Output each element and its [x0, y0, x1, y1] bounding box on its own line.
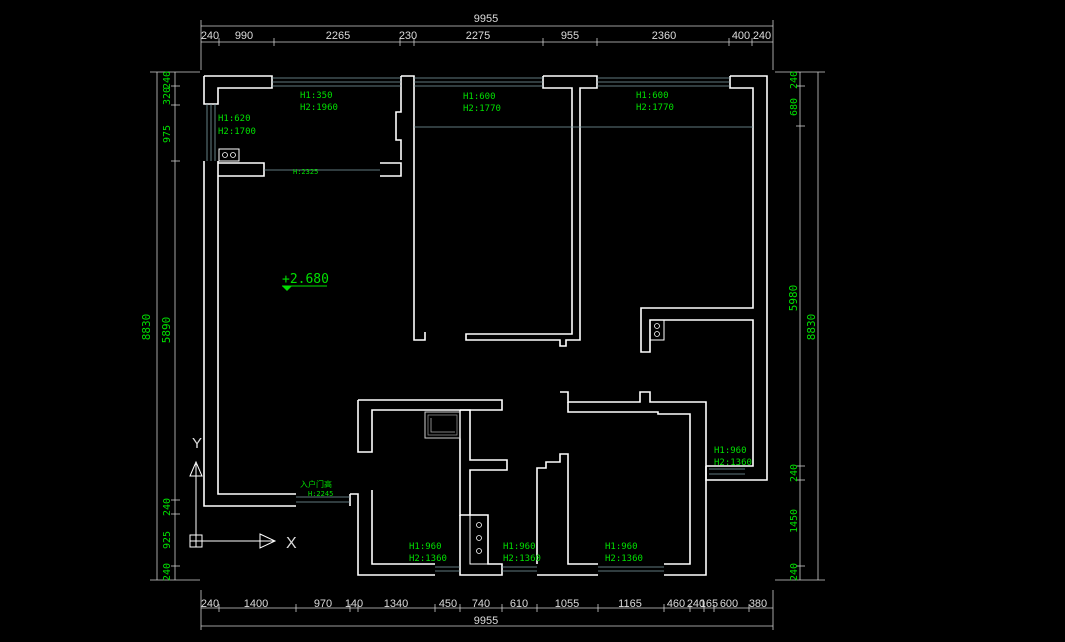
b3-h2: H2:1360	[605, 554, 643, 564]
bottom-dim-12: 240	[687, 598, 705, 610]
bottom-dim-14: 600	[720, 598, 738, 610]
left-dim-6: 925	[162, 531, 173, 549]
top-dim-5: 2275	[466, 30, 490, 42]
b3-h1: H1:960	[605, 542, 638, 552]
axis-y-label: Y	[192, 435, 202, 452]
elevation-mark: +2.680	[282, 272, 329, 291]
entry-height: H:2245	[308, 490, 333, 498]
right-dim-1: 240	[789, 71, 800, 89]
w3-h2: H2:1770	[636, 103, 674, 113]
left-overall-dim: 8830	[140, 314, 153, 341]
b2-h2: H2:1360	[503, 554, 541, 564]
left-dim-2: 320	[162, 87, 173, 105]
b1-h2: H2:1360	[409, 554, 447, 564]
top-overall-dim: 9955	[474, 13, 498, 25]
w4-h1: H1:620	[218, 114, 251, 124]
top-dimensions: 9955 240 990 2265 230 2275 955 2360 400 …	[200, 13, 774, 70]
w4-h2: H2:1700	[218, 127, 256, 137]
window-labels: H1:350 H2:1960 H1:600 H2:1770 H1:600 H2:…	[218, 91, 752, 564]
top-dim-6: 955	[561, 30, 579, 42]
right-dim-6: 240	[789, 563, 800, 581]
walls	[203, 75, 768, 576]
right-dim-5: 1450	[789, 509, 800, 533]
bottom-dim-4: 140	[345, 598, 363, 610]
beam-label: H:2325	[293, 168, 318, 176]
bottom-dim-15: 380	[749, 598, 767, 610]
top-dim-9: 240	[753, 30, 771, 42]
bottom-overall-dim: 9955	[474, 615, 498, 627]
windows	[206, 77, 753, 572]
b1-h1: H1:960	[409, 542, 442, 552]
entry-label: 入户门高	[300, 479, 332, 489]
bottom-dimensions: 240 1400 970 140 1340 450 740 610 1055 1…	[200, 590, 774, 630]
b2-h1: H1:960	[503, 542, 536, 552]
bottom-dim-9: 1055	[555, 598, 579, 610]
right-dim-3: 5980	[787, 285, 800, 312]
bottom-dim-1: 240	[201, 598, 219, 610]
bottom-dim-7: 740	[472, 598, 490, 610]
sink	[424, 411, 461, 439]
left-dim-3: 975	[162, 125, 173, 143]
bottom-dim-3: 970	[314, 598, 332, 610]
w1-h1: H1:350	[300, 91, 333, 101]
left-dimensions: 8830 240 320 975 5890 240 925 240	[140, 71, 200, 581]
axis-x-label: X	[286, 535, 297, 552]
stove-bath	[469, 514, 489, 565]
top-dim-3: 2265	[326, 30, 350, 42]
w3-h1: H1:600	[636, 91, 669, 101]
elevation-text: +2.680	[282, 272, 329, 287]
top-dim-7: 2360	[652, 30, 676, 42]
left-dim-4: 5890	[160, 317, 173, 344]
bottom-dim-5: 1340	[384, 598, 408, 610]
w1-h2: H2:1960	[300, 103, 338, 113]
fixtures	[218, 148, 665, 565]
top-dim-8: 400	[732, 30, 750, 42]
bottom-dim-10: 1165	[618, 598, 642, 610]
stove-right	[649, 319, 665, 341]
left-dim-1: 240	[162, 71, 173, 89]
right-dimensions: 240 680 5980 240 1450 240 8830	[775, 71, 825, 581]
r1-h2: H2:1360	[714, 458, 752, 468]
bottom-dim-13: 165	[700, 598, 718, 610]
stove-top-left	[218, 148, 240, 162]
left-dim-5: 240	[162, 498, 173, 516]
bottom-dim-6: 450	[439, 598, 457, 610]
r1-h1: H1:960	[714, 446, 747, 456]
w2-h1: H1:600	[463, 92, 496, 102]
top-dim-4: 230	[399, 30, 417, 42]
right-dim-2: 680	[789, 98, 800, 116]
bottom-dim-8: 610	[510, 598, 528, 610]
top-dim-1: 240	[201, 30, 219, 42]
w2-h2: H2:1770	[463, 104, 501, 114]
bottom-dim-2: 1400	[244, 598, 268, 610]
elevation-triangle-icon	[282, 286, 292, 291]
right-overall-dim: 8830	[805, 314, 818, 341]
bottom-dim-11: 460	[667, 598, 685, 610]
right-dim-4: 240	[789, 464, 800, 482]
top-dim-2: 990	[235, 30, 253, 42]
ucs-axis-icon: Y X	[189, 435, 297, 552]
left-dim-7: 240	[162, 563, 173, 581]
